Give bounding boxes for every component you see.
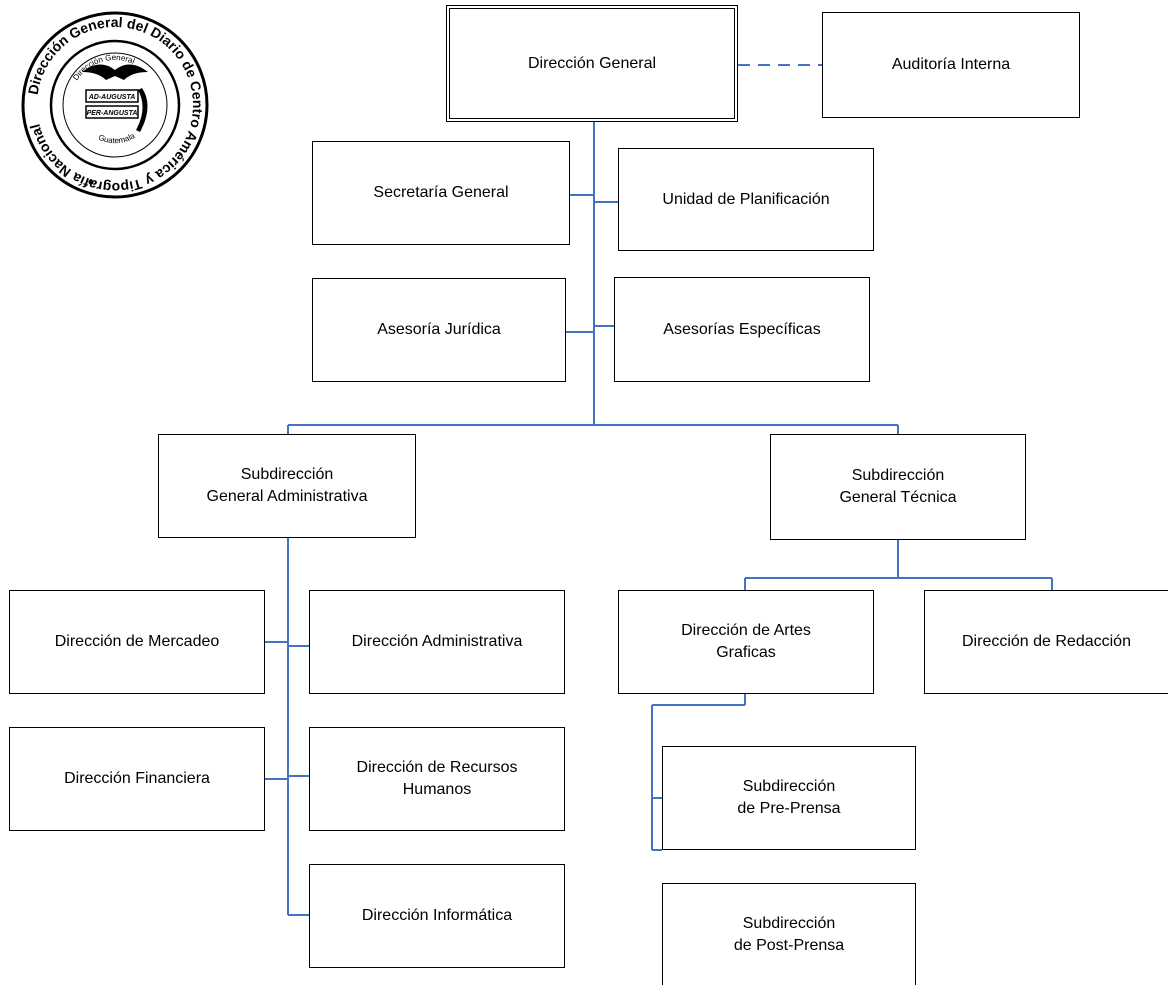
node-asesorias-especificas: Asesorías Específicas [614, 277, 870, 382]
node-direccion-informatica: Dirección Informática [309, 864, 565, 968]
node-subdireccion-postprensa: Subdirección de Post-Prensa [662, 883, 916, 985]
node-subdireccion-preprensa: Subdirección de Pre-Prensa [662, 746, 916, 850]
node-direccion-rrhh: Dirección de Recursos Humanos [309, 727, 565, 831]
seal-motto-1: AD-AUGUSTA [88, 94, 136, 101]
seal-logo: Dirección General del Diario de Centro A… [21, 11, 209, 199]
seal-motto-2: PER-ANGUSTA [87, 110, 138, 117]
node-direccion-financiera: Dirección Financiera [9, 727, 265, 831]
node-secretaria-general: Secretaría General [312, 141, 570, 245]
node-subdireccion-tecnica: Subdirección General Técnica [770, 434, 1026, 540]
node-subdireccion-administrativa: Subdirección General Administrativa [158, 434, 416, 538]
node-unidad-planificacion: Unidad de Planificación [618, 148, 874, 251]
node-asesoria-juridica: Asesoría Jurídica [312, 278, 566, 382]
node-direccion-mercadeo: Dirección de Mercadeo [9, 590, 265, 694]
node-direccion-redaccion: Dirección de Redacción [924, 590, 1168, 694]
node-auditoria-interna: Auditoría Interna [822, 12, 1080, 118]
node-direccion-general: Dirección General [446, 5, 738, 122]
node-direccion-administrativa: Dirección Administrativa [309, 590, 565, 694]
node-direccion-artes-graficas: Dirección de Artes Graficas [618, 590, 874, 694]
